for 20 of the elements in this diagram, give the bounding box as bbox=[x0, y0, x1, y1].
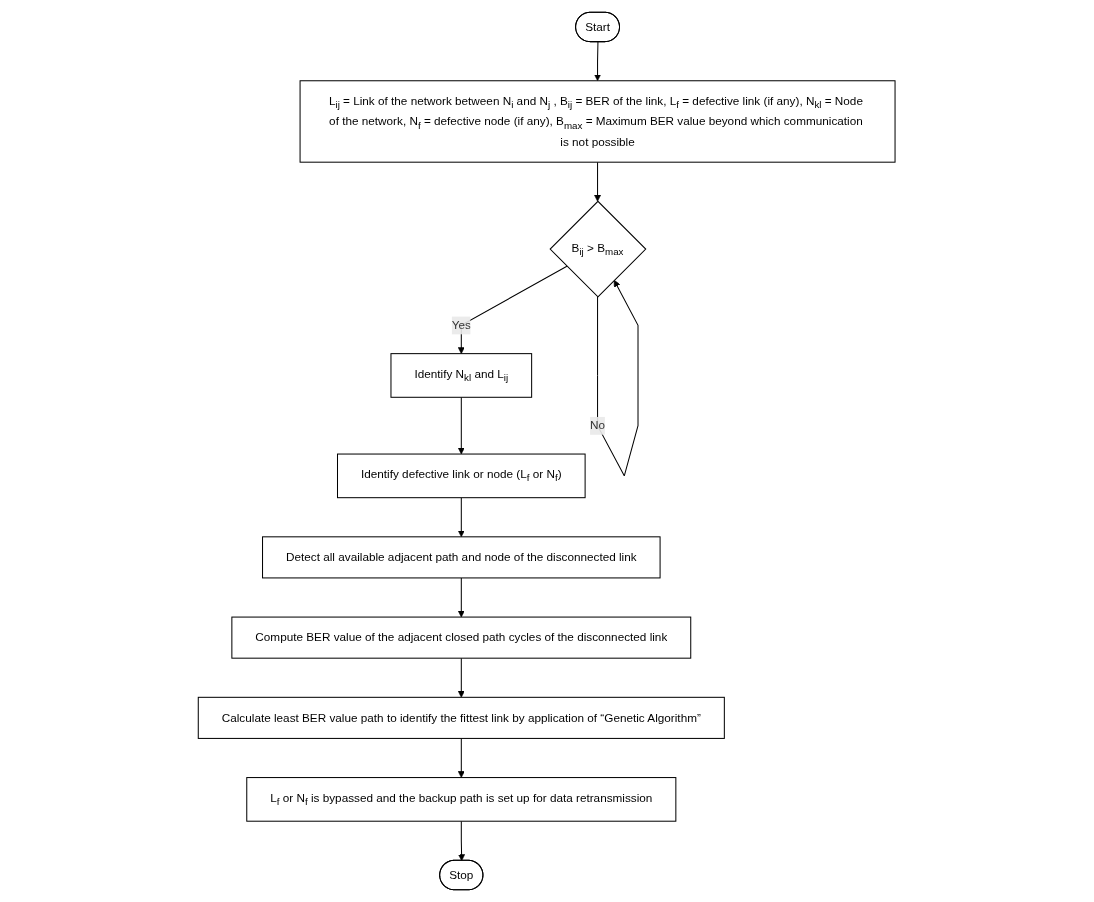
arrow bbox=[458, 737, 466, 778]
node-box: Detect all available adjacent path and node of the disconnected link bbox=[262, 536, 661, 579]
arrow bbox=[458, 820, 466, 862]
arrow bbox=[458, 657, 466, 698]
arrow bbox=[458, 497, 466, 538]
arrow bbox=[594, 41, 602, 82]
arrow bbox=[458, 396, 466, 455]
node-diamond: B$_{ij}$ > B$_{max}$ bbox=[549, 200, 647, 298]
node-box: Identify N$_{kl}$ and L$_{ij}$ bbox=[390, 353, 533, 398]
node-box: Compute BER value of the adjacent closed path cycles of the disconnected link bbox=[231, 616, 692, 659]
edge-label: Yes bbox=[452, 318, 472, 332]
arrow bbox=[458, 577, 466, 618]
edge-label: No bbox=[590, 418, 606, 432]
node-box: Calculate least BER value path to identify the fittest link by application of “Genetic Algorithm” bbox=[198, 696, 726, 739]
node-box: L$_{ij}$ = Link of the network between N$_{i}$ and N$_{j}$ , B$_{ij}$ = BER of the link, L$_{f}$ = defective link (if any), N$_{kl}$ = Node of the network, N$_{f}$ = defective node (if any), B$_{max}$ = Maximum BER value beyond which communication is not possible bbox=[299, 80, 896, 163]
arrow bbox=[458, 265, 568, 354]
arrow bbox=[597, 280, 639, 477]
arrow bbox=[594, 161, 602, 202]
node-box: Identify defective link or node (L$_{f}$ or N$_{f}$) bbox=[337, 453, 586, 499]
node-box: L$_{f}$ or N$_{f}$ is bypassed and the backup path is set up for data retransmission bbox=[246, 777, 677, 822]
